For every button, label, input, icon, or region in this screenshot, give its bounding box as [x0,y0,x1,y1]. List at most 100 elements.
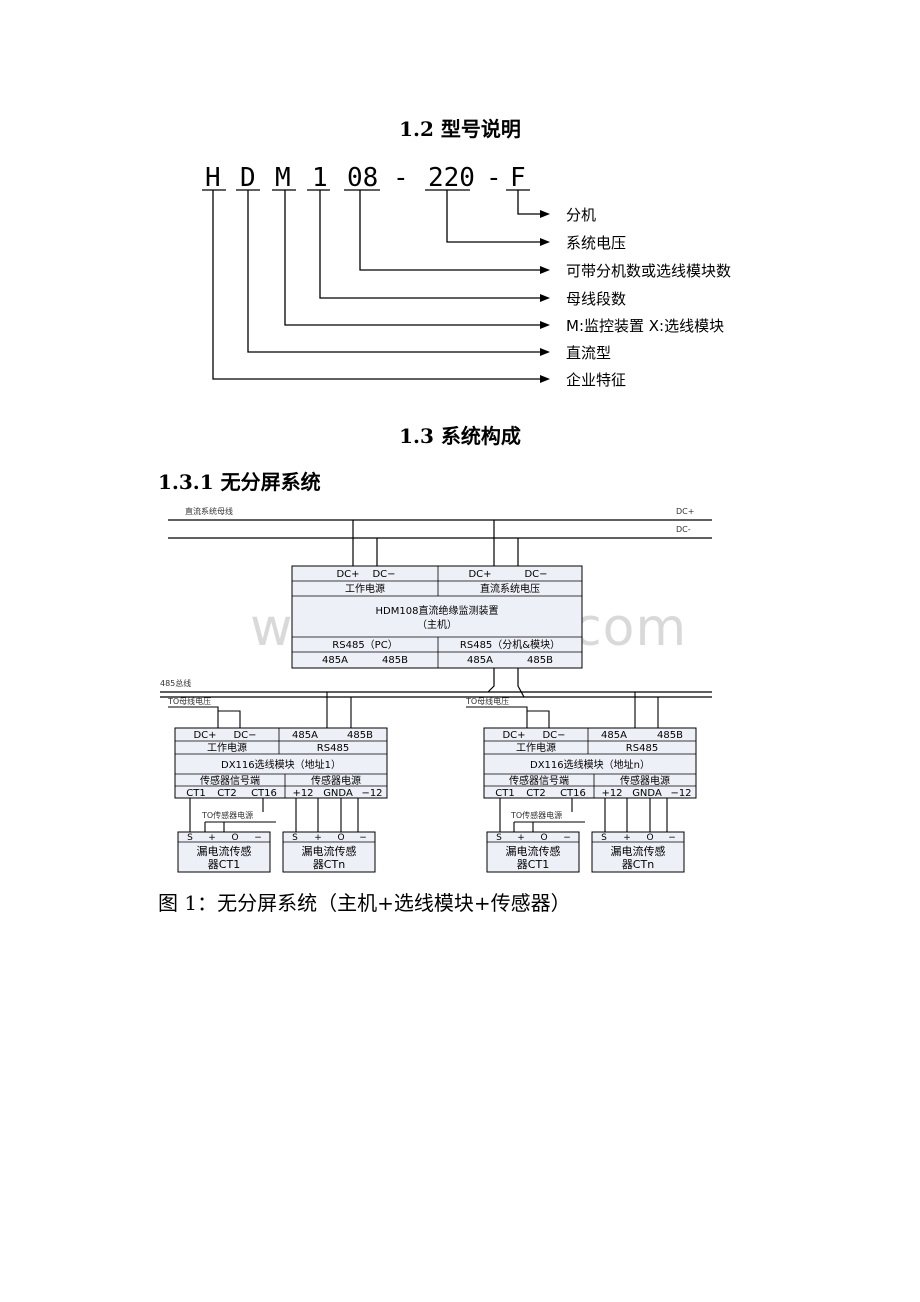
section-heading-1-3: 1.3 系统构成 [399,424,521,448]
host-485b-1: 485B [382,655,408,666]
module1-485b: 485B [347,730,373,741]
figure-caption: 图 1：无分屏系统（主机+选线模块+传感器） [158,891,571,915]
module1-to-bus: TO母线电压 [167,696,211,706]
module1-sig: 传感器信号端 [200,774,260,787]
host-device: DC+ DC− DC+ DC− 工作电源 直流系统电压 HDM108直流绝缘监测… [291,565,583,669]
bus-minus-label: DC- [676,525,691,534]
host-dcp2: DC+ [468,569,491,580]
code-label: 分机 [566,206,596,224]
module2-dcp: DC+ [502,730,525,741]
host-sub: （主机） [417,618,457,631]
system-diagram: 直流系统母线 DC+ DC- DC+ DC− DC+ DC− 工作电源 直流系统… [160,506,712,873]
module2-s2-pin: O [646,833,653,843]
module2-485a: 485A [601,730,627,741]
code-label: 母线段数 [566,290,626,308]
module1-s1-label1: 漏电流传感 [197,844,252,858]
module1-s1-label2: 器CT1 [208,858,240,871]
module1-spwr: 传感器电源 [311,774,361,787]
module2-p12: +12 [601,788,622,799]
module2-sig: 传感器信号端 [509,774,569,787]
module2-to-bus: TO母线电压 [465,696,509,706]
module1-ct1: CT1 [186,788,205,799]
host-name: HDM108直流绝缘监测装置 [376,604,499,617]
code-char: D [240,163,256,193]
host-rs485-pc: RS485（PC） [332,639,397,651]
module1-s2-pin: − [359,833,367,843]
code-char: - [486,163,502,193]
module2-ct2: CT2 [526,788,545,799]
code-char: F [510,163,526,193]
module2-gnda: GNDA [632,788,662,799]
module1-power: 工作电源 [207,741,247,754]
module1-s2-pin: + [314,833,322,843]
module2-rs485: RS485 [626,743,658,754]
code-char: M [275,163,291,193]
module-1: TO母线电压 DC+ DC− 485A 485B 工作电源 RS485 DX11… [167,692,388,873]
host-485a-2: 485A [467,655,493,666]
module1-s1-pin: O [231,833,238,843]
module2-m12: −12 [670,788,691,799]
code-char: 08 [347,163,378,193]
section-heading-1-3-1: 1.3.1 无分屏系统 [158,470,321,494]
module1-p12: +12 [292,788,313,799]
module2-s1-pin: + [517,833,525,843]
host-dcm: DC− [372,569,395,580]
host-power: 工作电源 [345,582,385,595]
module1-dcp: DC+ [193,730,216,741]
bus-plus-label: DC+ [676,507,694,516]
bus-title: 直流系统母线 [185,506,233,516]
module2-s2-label2: 器CTn [622,858,654,871]
module1-s2-pin: S [292,833,298,843]
module1-m12: −12 [361,788,382,799]
module1-rs485: RS485 [317,743,349,754]
module1-gnda: GNDA [323,788,353,799]
module2-s1-pin: − [563,833,571,843]
module2-s2-pin: − [668,833,676,843]
module2-s2-pin: S [601,833,607,843]
code-char: - [393,163,409,193]
module2-dcm: DC− [542,730,565,741]
module1-s1-pin: − [254,833,262,843]
host-dcm2: DC− [524,569,547,580]
code-char: H [205,163,221,193]
code-label: M:监控装置 X:选线模块 [566,317,724,335]
module1-485a: 485A [292,730,318,741]
module1-s2-label1: 漏电流传感 [302,844,357,858]
module2-power: 工作电源 [516,741,556,754]
module2-to-sensor: TO传感器电源 [510,810,562,820]
host-sysv: 直流系统电压 [480,582,540,595]
module2-spwr: 传感器电源 [620,774,670,787]
module2-485b: 485B [657,730,683,741]
model-code-diagram: H D M 1 08 - 220 - F 分机 系统电压 可带分机 [202,163,731,389]
module1-s2-pin: O [337,833,344,843]
module1-name: DX116选线模块（地址1） [221,758,341,771]
code-label: 企业特征 [566,371,626,389]
code-char: 220 [428,163,475,193]
module2-name: DX116选线模块（地址n） [530,758,650,771]
host-485a-1: 485A [322,655,348,666]
code-char: 1 [312,163,328,193]
module1-ct2: CT2 [217,788,236,799]
module2-ct16: CT16 [560,788,586,799]
module1-s1-pin: S [187,833,193,843]
module1-dcm: DC− [233,730,256,741]
module2-s2-label1: 漏电流传感 [611,844,666,858]
module1-s2-label2: 器CTn [313,858,345,871]
module1-to-sensor: TO传感器电源 [201,810,253,820]
module2-s1-pin: O [540,833,547,843]
section-heading-1-2: 1.2 型号说明 [399,117,521,141]
host-dcp: DC+ [336,569,359,580]
host-485b-2: 485B [527,655,553,666]
module1-ct16: CT16 [251,788,277,799]
host-rs485-mod: RS485（分机&模块） [460,638,560,651]
module-2: TO母线电压 DC+ DC− 485A 485B 工作电源 RS485 DX11… [465,692,697,873]
module2-ct1: CT1 [495,788,514,799]
module2-s1-label2: 器CT1 [517,858,549,871]
module2-s2-pin: + [623,833,631,843]
module2-s1-pin: S [496,833,502,843]
bus485-label: 485总线 [160,678,191,688]
module2-s1-label1: 漏电流传感 [506,844,561,858]
module1-s1-pin: + [208,833,216,843]
code-label: 系统电压 [566,234,626,252]
code-label: 可带分机数或选线模块数 [566,262,731,280]
